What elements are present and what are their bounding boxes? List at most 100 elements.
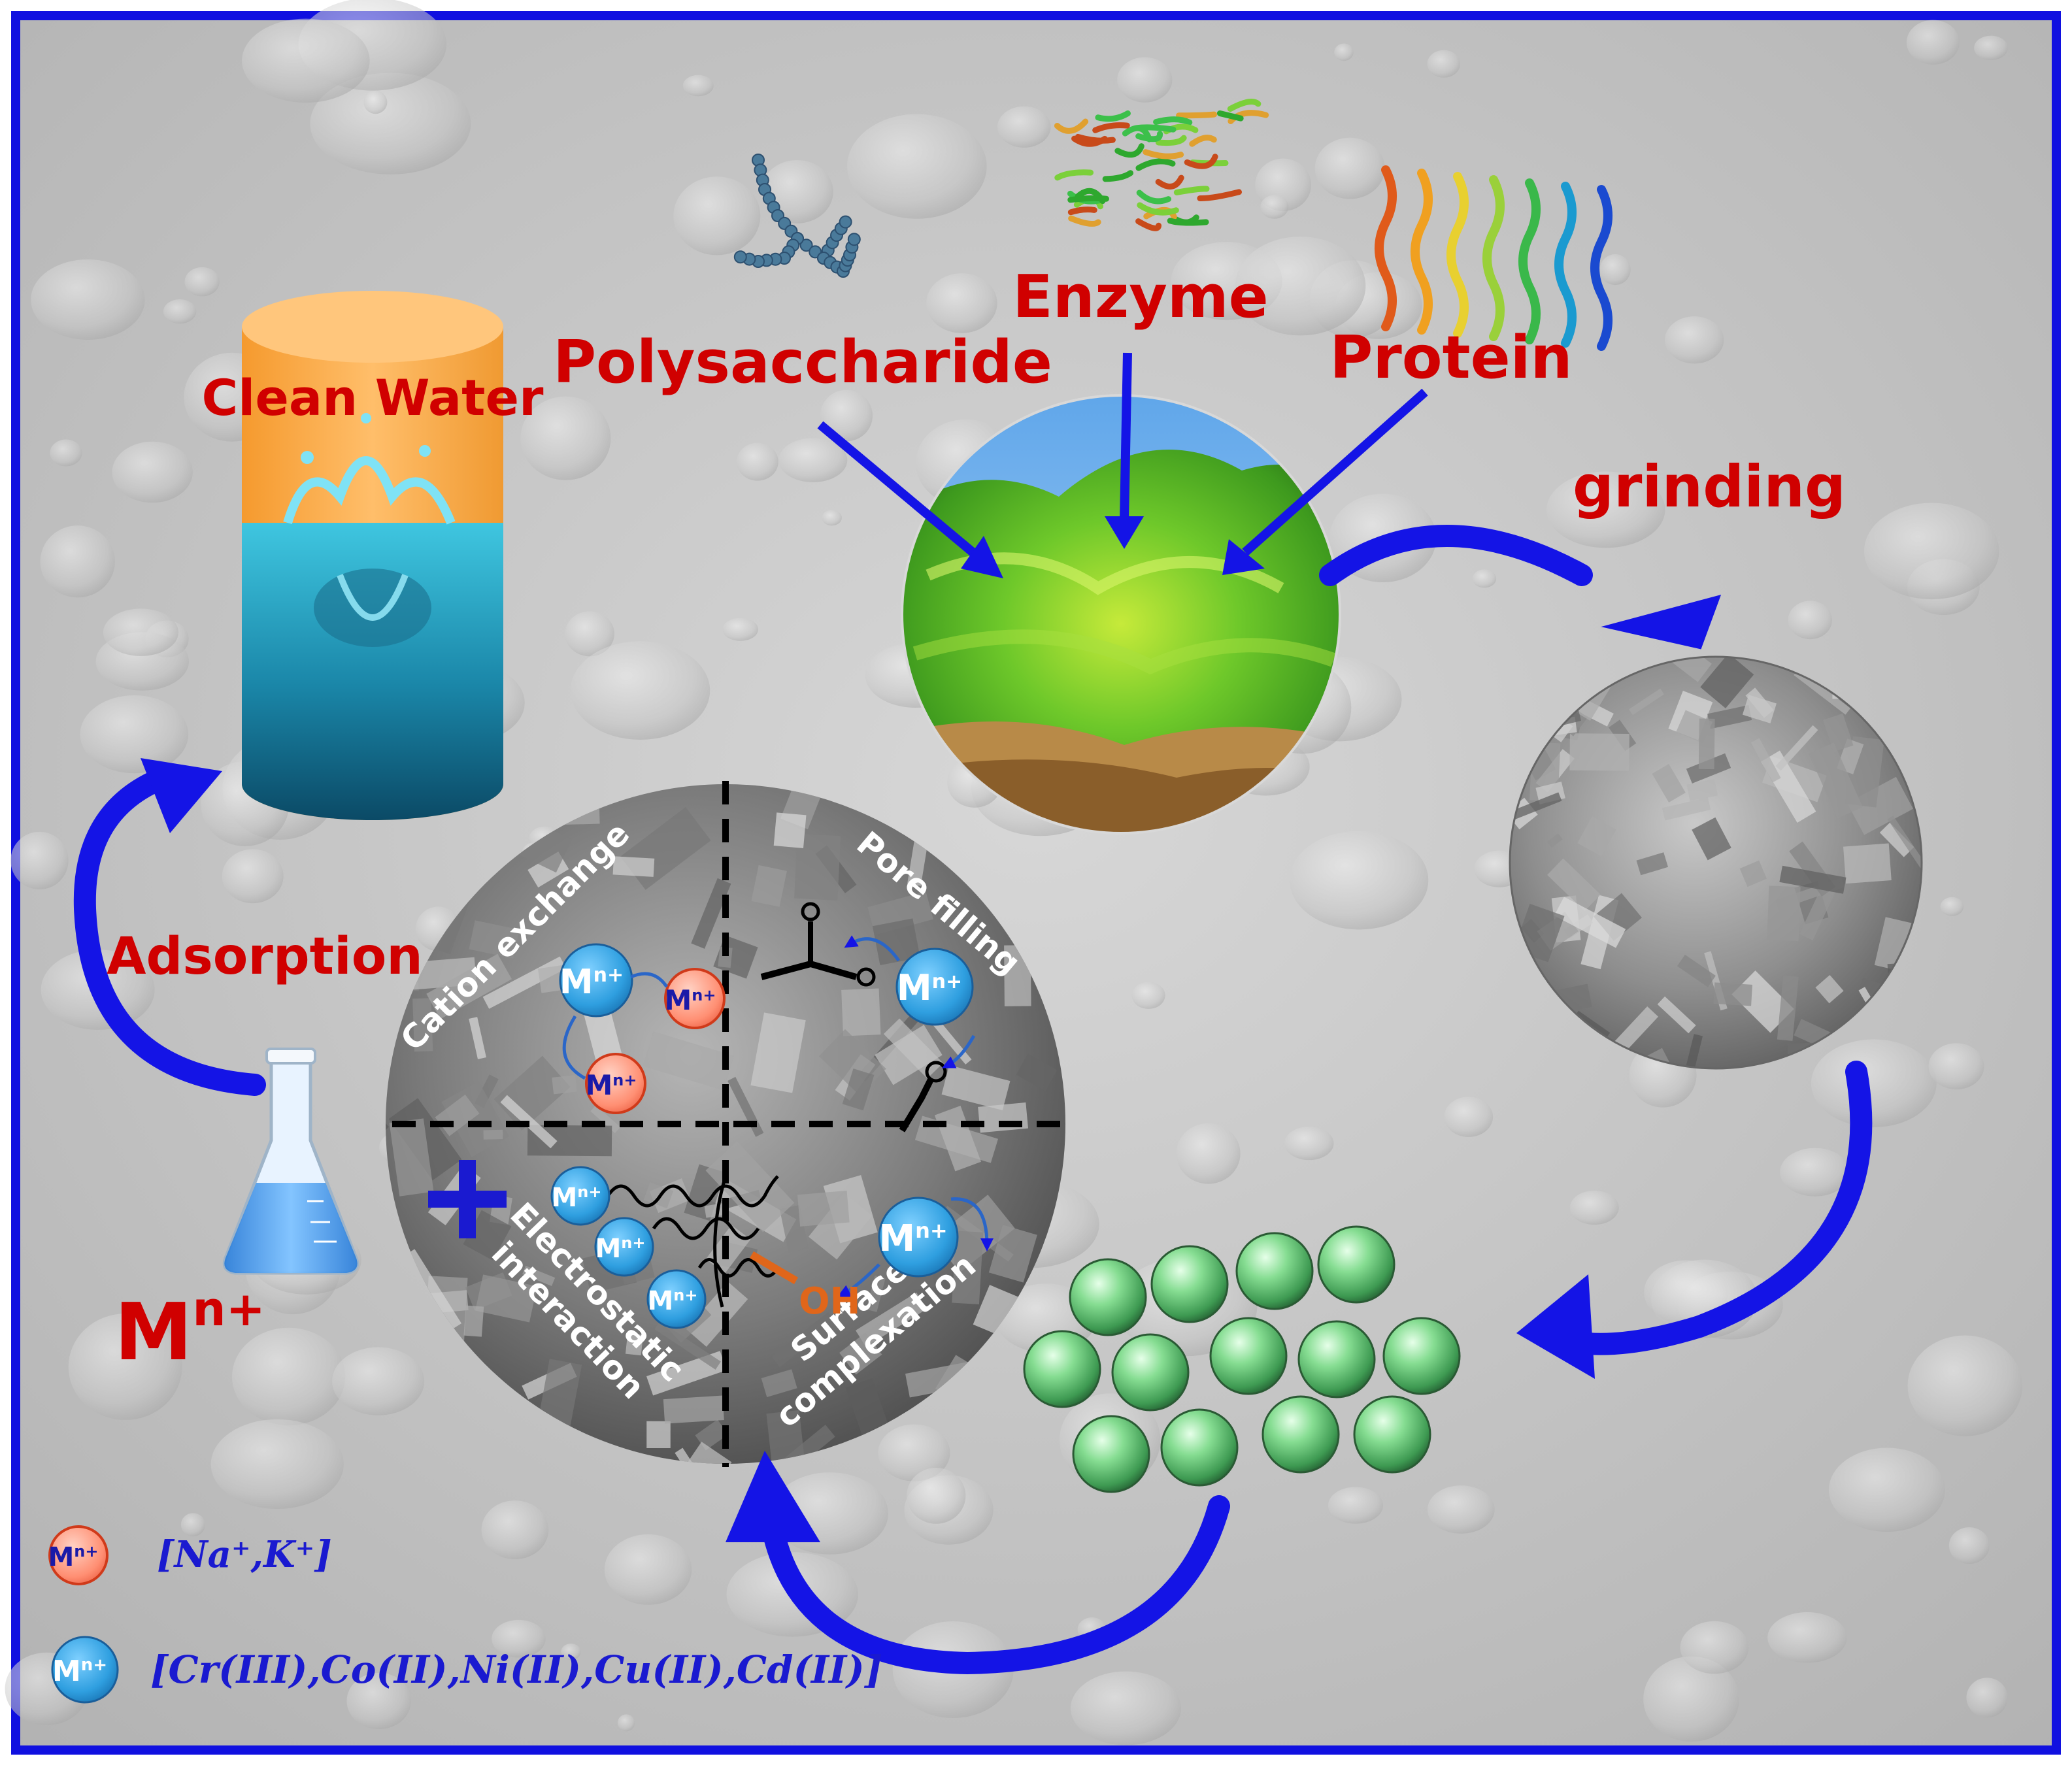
sem-flake	[808, 1193, 873, 1260]
enzyme-strand	[1216, 110, 1244, 122]
sem-flake	[1547, 858, 1601, 912]
phenoxide-group	[899, 1034, 976, 1132]
water-droplet	[820, 389, 873, 442]
sem-flake	[773, 812, 807, 849]
heavy-ion: Mn+	[878, 1197, 959, 1278]
sem-flake	[625, 1333, 643, 1356]
bead	[1072, 1415, 1150, 1493]
water-droplet	[1334, 43, 1354, 61]
bead	[1209, 1317, 1288, 1395]
sem-flake	[412, 998, 433, 1052]
adsorbent-beads	[1023, 1225, 1461, 1493]
sem-flake	[463, 1305, 484, 1337]
water-droplet	[1131, 982, 1165, 1009]
water-droplet	[682, 74, 714, 97]
water-droplet	[520, 396, 611, 480]
metal-ion-label: Mn+	[114, 1281, 265, 1378]
water-droplet	[112, 441, 193, 503]
svg-text:OH: OH	[799, 1280, 860, 1323]
application-arrowhead	[726, 1451, 820, 1542]
heavy-ion: Mn+	[550, 1166, 610, 1226]
sem-flake	[988, 1225, 1037, 1283]
enzyme-strand	[1136, 190, 1172, 205]
water-droplet	[80, 695, 189, 774]
enzyme-strand	[1227, 99, 1262, 112]
sem-flake	[797, 1190, 850, 1227]
water-droplet	[1070, 1671, 1182, 1745]
sem-flake	[1681, 1034, 1703, 1068]
enzyme-ribbon-icon	[1054, 99, 1269, 231]
sem-flake	[1767, 885, 1801, 942]
enzyme-strand	[1095, 110, 1131, 122]
water-droplet	[1928, 1043, 1984, 1090]
sem-flake	[751, 865, 787, 907]
water-droplet	[1289, 831, 1429, 930]
water-droplet	[822, 510, 842, 526]
enzyme-strand	[1135, 218, 1162, 231]
sem-flake	[1887, 816, 1922, 876]
water-droplet	[1974, 35, 2008, 60]
sem-flake	[1879, 822, 1914, 857]
enzyme-strand	[1114, 143, 1145, 158]
bead-forming-arrowhead	[1516, 1274, 1595, 1379]
enzyme-strand	[1067, 207, 1097, 216]
water-droplet	[847, 114, 987, 219]
sem-flake	[1742, 695, 1777, 723]
sem-flake	[1750, 738, 1781, 783]
sem-flake	[1657, 996, 1696, 1034]
enzyme-strand	[1167, 218, 1209, 226]
protein-helix	[1482, 175, 1505, 341]
bead	[1069, 1258, 1147, 1336]
sugar-unit	[733, 250, 747, 264]
water-droplet	[1472, 569, 1497, 588]
enzyme-strand	[1092, 122, 1130, 133]
water-droplet	[1427, 1485, 1495, 1534]
sem-flake	[866, 1275, 886, 1312]
enzyme-strand	[1137, 202, 1179, 216]
protein-helix	[1518, 178, 1541, 344]
light-ion: Mn+	[585, 1053, 646, 1114]
legend-heavy-ion-text: [Cr(III),Co(II),Ni(II),Cu(II),Cd(II)]	[150, 1647, 882, 1692]
legend-light-ion-swatch	[48, 1525, 109, 1585]
svg-text:Mn+: Mn+	[878, 1217, 947, 1260]
grinding-label: grinding	[1573, 453, 1846, 520]
water-droplet	[68, 1314, 182, 1420]
water-droplet	[1444, 1097, 1494, 1137]
water-droplet	[31, 259, 145, 340]
enzyme-strand	[1176, 111, 1218, 119]
water-droplet	[363, 90, 388, 114]
sem-flake	[469, 920, 520, 959]
sem-flake	[654, 1321, 721, 1370]
grinding-arrow	[1319, 525, 1593, 586]
clean-water-cylinder	[242, 291, 503, 820]
sem-flake	[841, 988, 881, 1036]
protein-ribbon-icon	[1375, 165, 1612, 351]
svg-text:Mn+: Mn+	[52, 1655, 107, 1688]
bead	[1382, 1317, 1461, 1395]
sem-flake	[1577, 816, 1616, 857]
enzyme-strand	[1075, 133, 1116, 144]
bead	[1262, 1395, 1340, 1474]
water-droplet	[1767, 1612, 1847, 1663]
sem-flake	[643, 1031, 735, 1091]
grinding-arrowhead	[1601, 594, 1722, 650]
water-droplet	[103, 608, 179, 656]
water-droplet	[481, 1500, 549, 1559]
sem-flake	[1686, 779, 1718, 801]
svg-text:Mn+: Mn+	[665, 984, 716, 1016]
water-droplet	[332, 1347, 425, 1415]
water-droplet	[1176, 1123, 1241, 1184]
sem-flake	[1775, 725, 1818, 771]
sem-flake	[1662, 797, 1711, 821]
bead-forming-arrow	[1551, 1061, 1873, 1355]
sem-flake	[646, 1421, 671, 1449]
bead	[1111, 1333, 1190, 1412]
sem-flake	[522, 1265, 556, 1287]
erlenmeyer-flask-icon	[222, 1048, 359, 1275]
water-droplet	[907, 1468, 966, 1524]
enzyme-strand	[1068, 215, 1101, 227]
water-droplet	[1828, 1447, 1945, 1532]
water-droplet	[50, 439, 82, 467]
water-droplet	[617, 1714, 635, 1732]
